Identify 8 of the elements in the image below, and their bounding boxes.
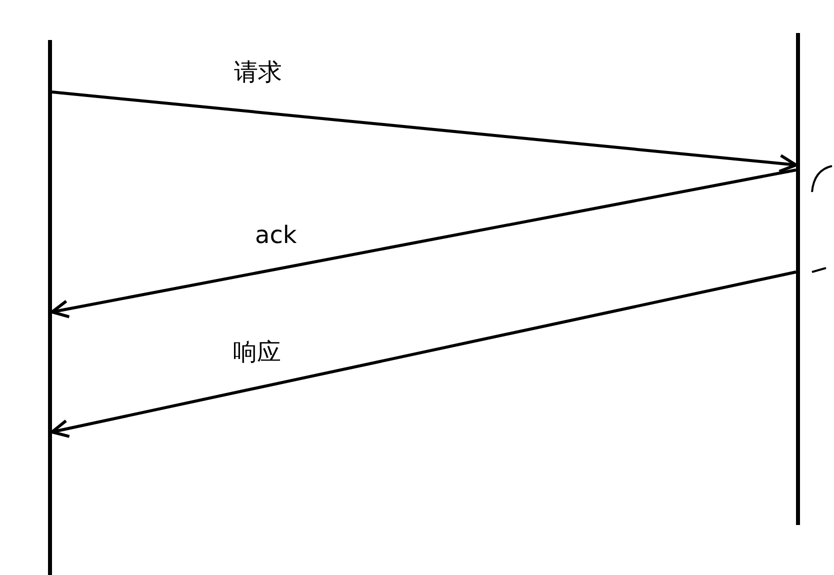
edge-label: ack bbox=[255, 221, 297, 249]
edge-label: 响应 bbox=[233, 338, 281, 366]
message-arrow bbox=[50, 270, 796, 438]
lifeline-bar bbox=[48, 40, 52, 575]
message-arrow bbox=[50, 168, 796, 318]
edge-label: 请求 bbox=[234, 58, 282, 86]
lifeline-bar bbox=[796, 33, 800, 525]
message-arrow bbox=[52, 90, 798, 173]
